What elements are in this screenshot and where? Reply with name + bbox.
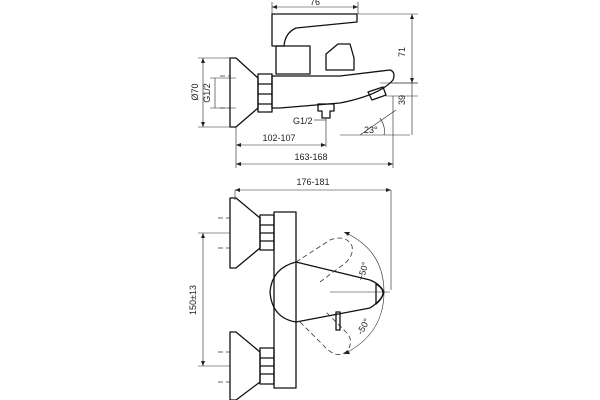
dim-inlet-thread: G1/2	[202, 83, 212, 103]
dim-top-width: 76	[310, 0, 320, 7]
dim-spout-height: 39	[397, 95, 407, 105]
dim-centre-distance: 150±13	[188, 285, 198, 315]
side-shower-outlet	[317, 103, 335, 119]
lever-rotation-arc	[343, 231, 385, 355]
side-lever-handle	[271, 13, 358, 47]
dim-projection-long: 163-168	[294, 152, 327, 162]
side-spout-aerator	[367, 86, 387, 101]
front-lever-up-position	[295, 237, 353, 283]
front-view: 176-181 +50° -50° 150±13	[188, 177, 392, 400]
side-wall-flange	[229, 57, 259, 128]
front-bottom-nut	[259, 347, 275, 385]
front-top-nut	[259, 214, 275, 251]
dim-overall-width: 176-181	[296, 177, 329, 187]
dim-projection-short: 102-107	[262, 133, 295, 143]
front-bottom-flange	[229, 331, 261, 400]
front-top-flange	[229, 197, 261, 269]
dim-flange-diameter: Ø70	[190, 83, 200, 100]
front-mixer-body	[273, 211, 297, 389]
side-view: 76 71 39 Ø70 G1/2 G1/2 23° 102-107 163-1…	[190, 0, 418, 168]
side-diverter-knob	[325, 43, 355, 71]
front-hidden-lines	[218, 217, 230, 383]
front-lever-tip	[375, 283, 384, 305]
side-cartridge	[275, 45, 311, 75]
side-hidden-lines	[220, 75, 230, 109]
side-mixer-body	[271, 69, 395, 109]
dim-lever-up: +50°	[356, 260, 371, 281]
front-pin	[335, 311, 341, 331]
side-nut	[257, 73, 273, 113]
front-lever-down-position	[299, 311, 351, 355]
dim-outlet-thread: G1/2	[293, 116, 313, 126]
side-arrowheads	[201, 5, 414, 166]
dim-top-height: 71	[397, 47, 407, 57]
dim-lever-down: -50°	[355, 316, 372, 336]
dim-spout-angle: 23°	[364, 125, 378, 135]
